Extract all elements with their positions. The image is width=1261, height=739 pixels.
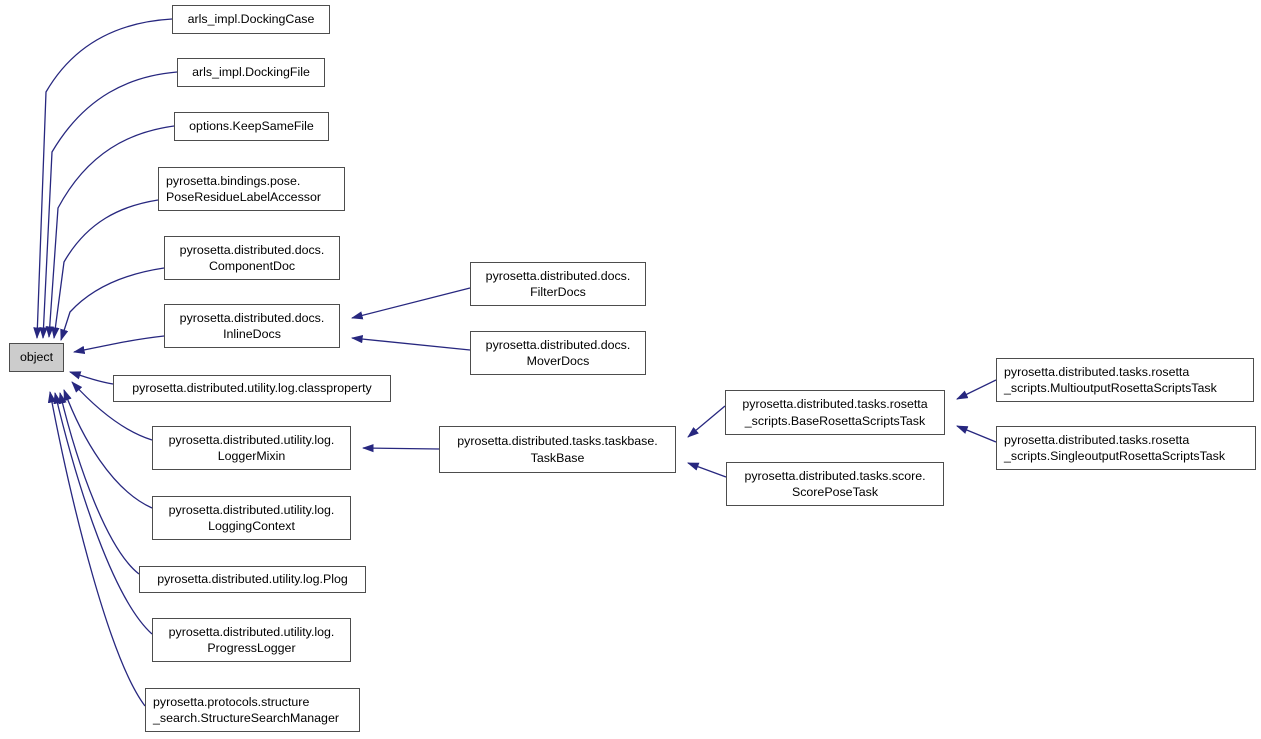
class-node-inlinedocs[interactable]: pyrosetta.distributed.docs. InlineDocs [164, 304, 340, 348]
inheritance-edge [60, 267, 165, 341]
class-node-label: pyrosetta.distributed.utility.log. [168, 432, 335, 447]
class-node-label: ProgressLogger [207, 641, 296, 655]
inheritance-edge [58, 391, 140, 575]
class-node-label: LoggerMixin [217, 449, 286, 463]
class-node-loggermixin[interactable]: pyrosetta.distributed.utility.log. Logger… [152, 426, 351, 470]
class-node-label: ComponentDoc [208, 259, 296, 273]
class-node-label: options.KeepSameFile [189, 119, 314, 134]
class-node-label: arls_impl.DockingFile [192, 65, 310, 80]
inheritance-edge [687, 462, 727, 478]
inheritance-edge [956, 425, 997, 443]
class-node-scoreposetask[interactable]: pyrosetta.distributed.tasks.score. ScoreP… [726, 462, 944, 506]
inheritance-edge [51, 199, 159, 340]
inheritance-edge [47, 390, 146, 707]
class-node-moverdocs[interactable]: pyrosetta.distributed.docs. MoverDocs [470, 331, 646, 375]
class-node-label: pyrosetta.distributed.utility.log. [168, 502, 335, 517]
inheritance-edge [45, 125, 175, 339]
class-node-label: LoggingContext [208, 519, 295, 533]
class-node-label: InlineDocs [223, 327, 281, 341]
class-node-label: pyrosetta.distributed.docs. [485, 268, 631, 283]
class-node-filterdocs[interactable]: pyrosetta.distributed.docs. FilterDocs [470, 262, 646, 306]
class-node-label: TaskBase [530, 450, 585, 465]
class-node-poseresiduelabel[interactable]: pyrosetta.bindings.pose. PoseResidueLabel… [158, 167, 345, 211]
class-node-label: pyrosetta.distributed.tasks.rosetta [1004, 432, 1190, 447]
class-node-label: PoseResidueLabelAccessor [166, 190, 321, 204]
class-node-label: _scripts.BaseRosettaScriptsTask [744, 413, 926, 428]
class-node-singleoutput[interactable]: pyrosetta.distributed.tasks.rosetta _scri… [996, 426, 1256, 470]
inheritance-edge [956, 379, 997, 400]
class-node-label: pyrosetta.distributed.docs. [485, 337, 631, 352]
class-node-plog[interactable]: pyrosetta.distributed.utility.log.Plog [139, 566, 366, 593]
class-node-label: FilterDocs [530, 285, 586, 299]
class-node-label: pyrosetta.distributed.utility.log.classp… [132, 381, 372, 396]
inheritance-edge [687, 405, 726, 438]
class-node-label: MoverDocs [526, 354, 590, 368]
class-node-label: _scripts.SingleoutputRosettaScriptsTask [1004, 449, 1226, 463]
inheritance-edge [72, 335, 165, 355]
class-node-label: pyrosetta.distributed.tasks.taskbase. [457, 434, 658, 448]
inheritance-edge [350, 334, 471, 351]
class-node-object[interactable]: object [9, 343, 64, 372]
class-node-dockingfile[interactable]: arls_impl.DockingFile [177, 58, 325, 87]
inheritance-edge [63, 389, 153, 509]
class-node-label: pyrosetta.distributed.utility.log. [168, 624, 335, 639]
inheritance-edge [39, 71, 178, 340]
inheritance-edge [53, 391, 153, 635]
inheritance-edge [69, 371, 114, 385]
class-node-label: pyrosetta.distributed.docs. [179, 242, 325, 257]
class-node-componentdoc[interactable]: pyrosetta.distributed.docs. ComponentDoc [164, 236, 340, 280]
class-node-label: pyrosetta.protocols.structure [153, 694, 310, 709]
inheritance-edge [71, 381, 153, 441]
class-node-keepsamefile[interactable]: options.KeepSameFile [174, 112, 329, 141]
class-node-label: ScorePoseTask [791, 485, 879, 499]
class-node-label: _search.StructureSearchManager [153, 711, 339, 725]
class-node-baserosetta[interactable]: pyrosetta.distributed.tasks.rosetta _scri… [725, 390, 945, 435]
class-node-label: pyrosetta.bindings.pose. [166, 173, 301, 188]
class-node-label: pyrosetta.distributed.tasks.rosetta [742, 397, 928, 411]
class-node-taskbase[interactable]: pyrosetta.distributed.tasks.taskbase. Tas… [439, 426, 676, 473]
inheritance-edge [33, 18, 173, 340]
class-node-label: pyrosetta.distributed.utility.log.Plog [157, 572, 348, 587]
class-node-progresslogger[interactable]: pyrosetta.distributed.utility.log. Progre… [152, 618, 351, 662]
class-node-label: pyrosetta.distributed.tasks.score. [744, 468, 926, 483]
class-node-dockingcase[interactable]: arls_impl.DockingCase [172, 5, 330, 34]
class-node-multioutput[interactable]: pyrosetta.distributed.tasks.rosetta _scri… [996, 358, 1254, 402]
class-node-label: pyrosetta.distributed.docs. [179, 310, 325, 325]
class-node-loggingcontext[interactable]: pyrosetta.distributed.utility.log. Loggin… [152, 496, 351, 540]
inheritance-edges [33, 18, 997, 707]
inheritance-edge [350, 287, 471, 320]
class-node-label: _scripts.MultioutputRosettaScriptsTask [1004, 381, 1217, 395]
class-node-label: arls_impl.DockingCase [187, 12, 315, 27]
class-node-label: object [19, 350, 54, 365]
class-node-classproperty[interactable]: pyrosetta.distributed.utility.log.classp… [113, 375, 391, 402]
inheritance-edge [361, 443, 440, 453]
class-node-label: pyrosetta.distributed.tasks.rosetta [1004, 364, 1190, 379]
class-node-structuresearch[interactable]: pyrosetta.protocols.structure _search.Str… [145, 688, 360, 732]
